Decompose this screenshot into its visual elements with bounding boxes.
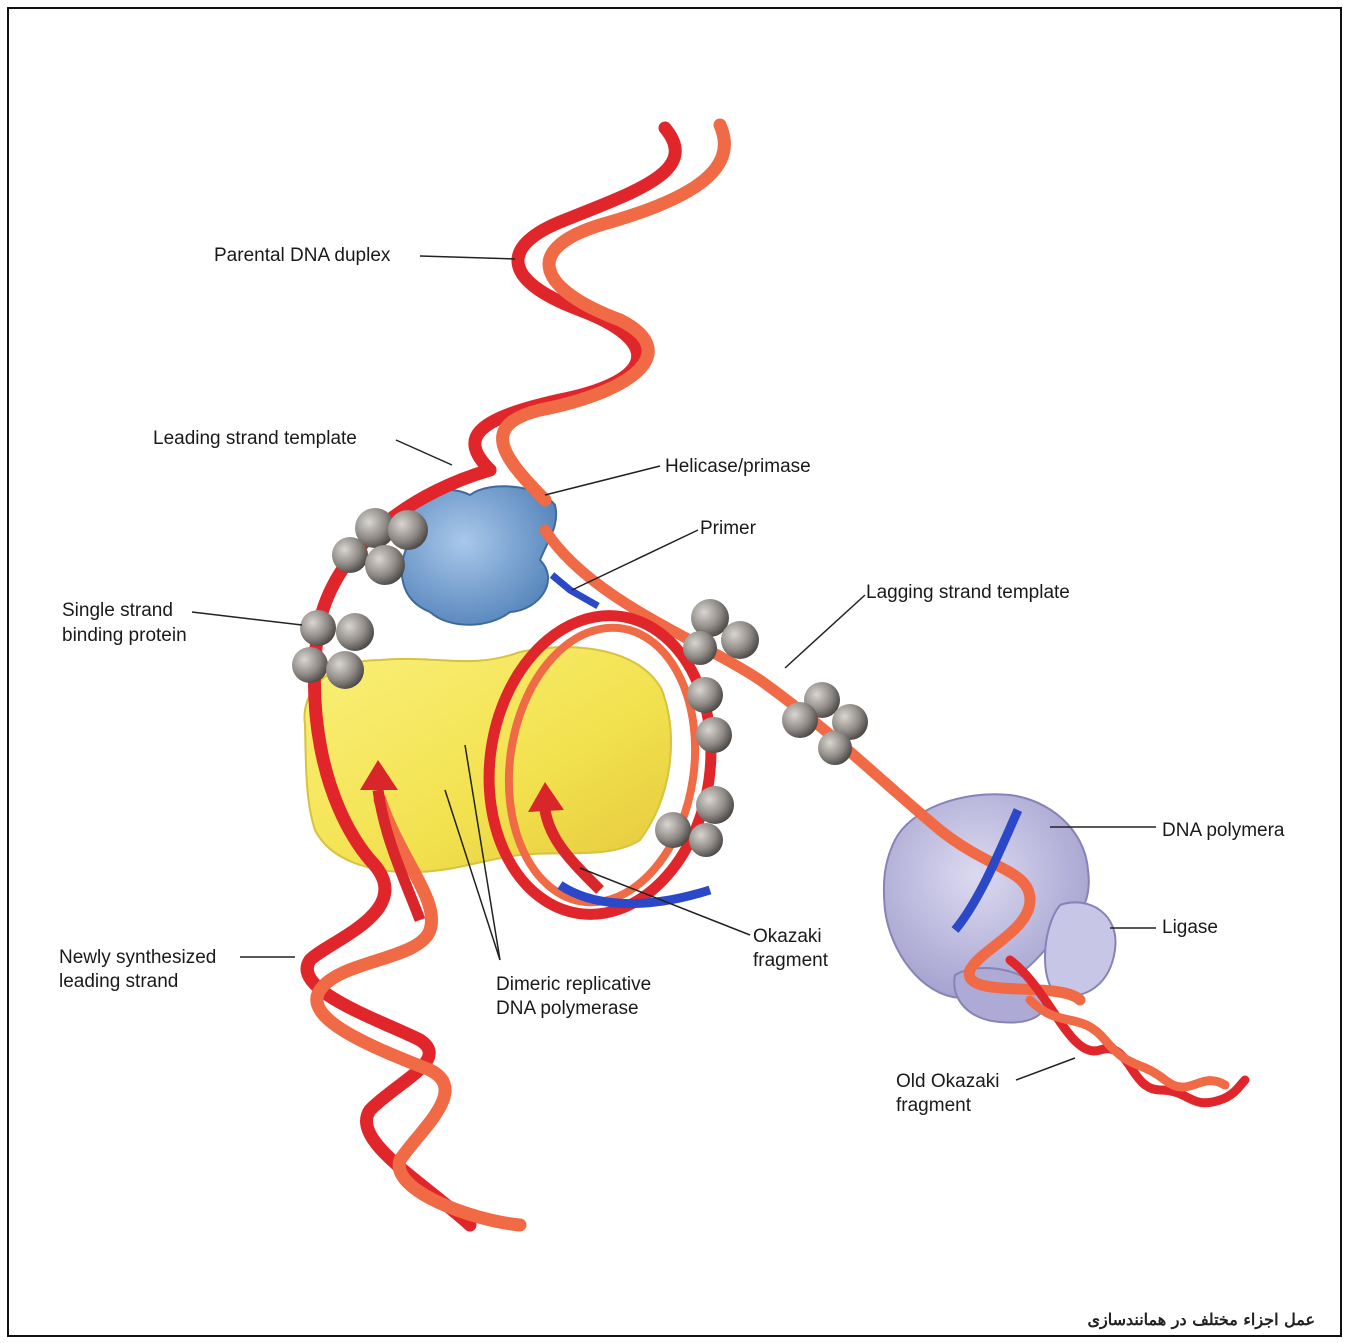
ligase-protein <box>1045 902 1116 996</box>
old-okazaki-helix-b <box>1030 1000 1225 1087</box>
label-newly-line2: leading strand <box>59 969 178 994</box>
helicase-primase-protein <box>402 486 556 624</box>
label-old-okazaki-line2: fragment <box>896 1093 971 1118</box>
label-lagging-strand-template: Lagging strand template <box>866 580 1070 605</box>
label-helicase-primase: Helicase/primase <box>665 454 811 479</box>
parental-strand-b <box>503 125 725 500</box>
label-leading-strand-template: Leading strand template <box>153 426 357 451</box>
label-okazaki-line1: Okazaki <box>753 924 822 949</box>
label-dna-polymerase: DNA polymera <box>1162 818 1285 843</box>
label-ssb-line1: Single strand <box>62 598 173 623</box>
label-primer: Primer <box>700 516 756 541</box>
label-ssb-line2: binding protein <box>62 623 187 648</box>
label-dimeric-line1: Dimeric replicative <box>496 972 651 997</box>
label-newly-line1: Newly synthesized <box>59 945 216 970</box>
label-okazaki-line2: fragment <box>753 948 828 973</box>
label-old-okazaki-line1: Old Okazaki <box>896 1069 999 1094</box>
figure-caption: عمل اجزاء مختلف در همانندسازی <box>1087 1310 1315 1329</box>
ssb-cluster-left <box>292 610 374 689</box>
label-ligase: Ligase <box>1162 915 1218 940</box>
label-parental-dna-duplex: Parental DNA duplex <box>214 243 390 268</box>
label-dimeric-line2: DNA polymerase <box>496 996 639 1021</box>
